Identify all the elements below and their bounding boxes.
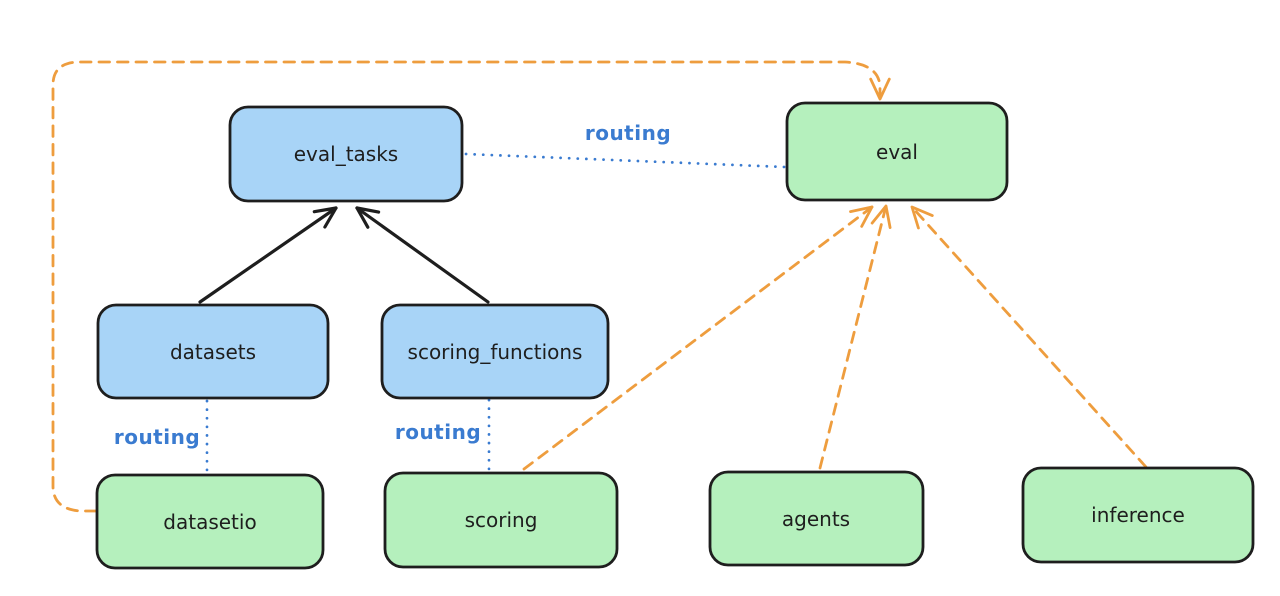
node-scoring-label: scoring	[465, 508, 538, 532]
arrowhead-icon	[910, 205, 934, 230]
node-datasets: datasets	[96, 303, 330, 400]
edge-routing-eval-tasks-to-eval	[464, 152, 787, 169]
node-eval-tasks: eval_tasks	[228, 105, 464, 203]
edge-line	[818, 204, 888, 470]
edge-scoring-to-eval	[522, 205, 874, 471]
node-inference: inference	[1021, 466, 1255, 564]
edge-label-routing-scoring-functions-scoring: routing	[395, 420, 481, 444]
arrowhead-icon	[869, 77, 891, 101]
node-agents-box	[708, 470, 925, 567]
node-scoring-functions-box	[380, 303, 610, 400]
node-scoring-functions: scoring_functions	[380, 303, 610, 400]
arrowhead-icon	[870, 204, 892, 229]
edge-label-routing-datasets-datasetio: routing	[114, 425, 200, 449]
node-inference-label: inference	[1091, 503, 1185, 527]
node-eval-box	[785, 101, 1009, 202]
node-eval-label: eval	[876, 140, 918, 164]
edge-line	[355, 206, 490, 304]
edge-line	[464, 152, 787, 169]
node-datasetio-label: datasetio	[163, 510, 256, 534]
node-eval-tasks-label: eval_tasks	[294, 142, 398, 166]
edge-line	[51, 60, 882, 513]
edge-datasetio-to-eval	[51, 60, 891, 513]
node-datasetio-box	[95, 473, 325, 570]
node-scoring-box	[383, 471, 619, 569]
edge-line	[910, 205, 1148, 469]
node-datasetio: datasetio	[95, 473, 325, 570]
arrowhead-icon	[355, 206, 381, 229]
edge-datasets-to-eval-tasks	[198, 206, 338, 304]
node-scoring: scoring	[383, 471, 619, 569]
edge-agents-to-eval	[818, 204, 892, 470]
node-agents-label: agents	[782, 507, 850, 531]
node-datasets-box	[96, 303, 330, 400]
edge-scoring-functions-to-eval-tasks	[355, 206, 490, 304]
edge-label-routing-eval-tasks-eval: routing	[585, 121, 671, 145]
node-agents: agents	[708, 470, 925, 567]
node-datasets-label: datasets	[170, 340, 256, 364]
arrowhead-icon	[849, 205, 874, 228]
edge-line	[198, 206, 338, 304]
node-eval: eval	[785, 101, 1009, 202]
edge-line	[522, 205, 874, 471]
node-eval-tasks-box	[228, 105, 464, 203]
edge-inference-to-eval	[910, 205, 1148, 469]
node-scoring-functions-label: scoring_functions	[408, 340, 583, 364]
node-inference-box	[1021, 466, 1255, 564]
arrowhead-icon	[312, 206, 338, 229]
